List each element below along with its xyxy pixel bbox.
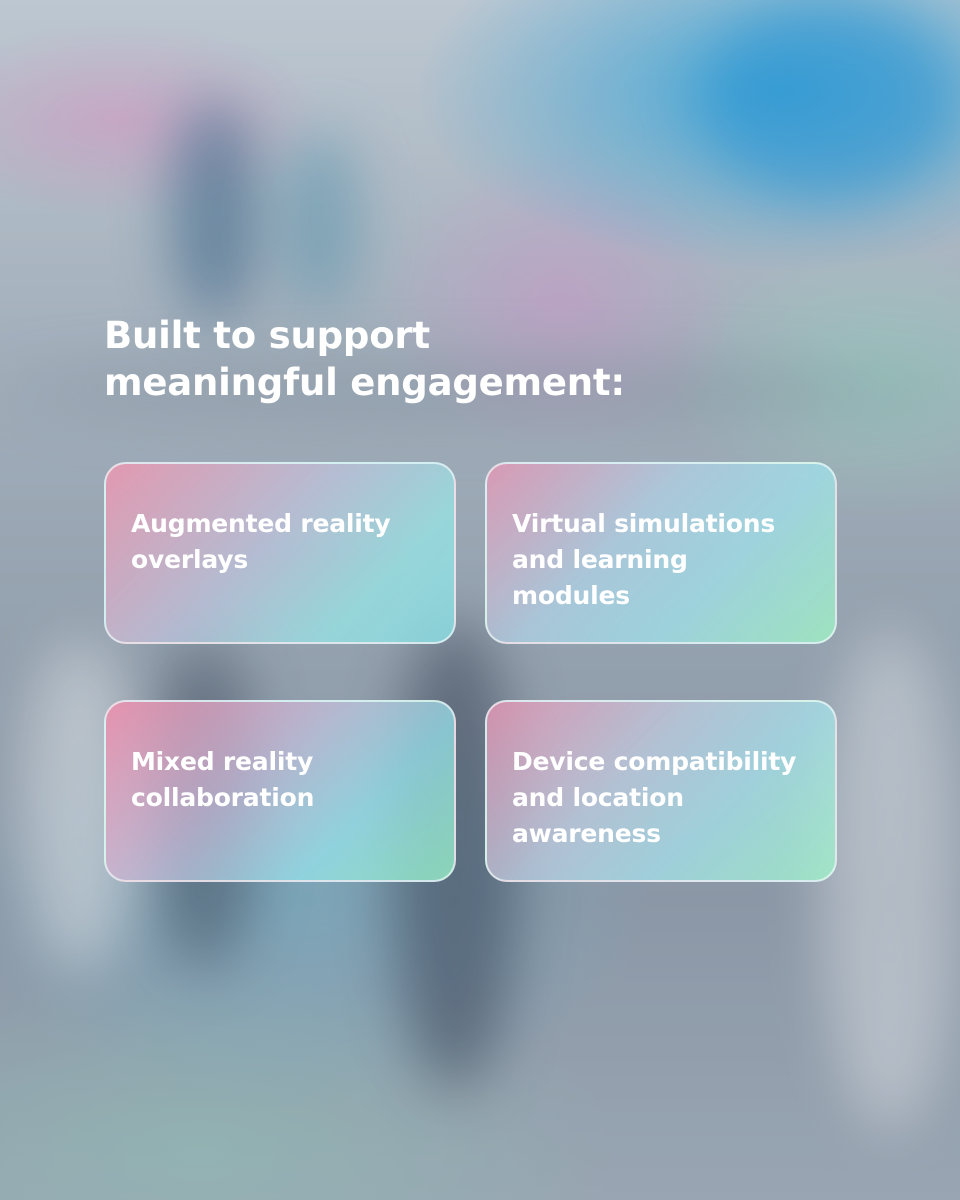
feature-card-virtual-simulations: Virtual simulations and learning modules <box>485 462 837 644</box>
feature-card-label: Augmented reality overlays <box>131 509 391 574</box>
feature-card-label: Mixed reality collaboration <box>131 747 315 812</box>
background-light <box>700 0 960 200</box>
feature-card-label: Device compatibility and location awaren… <box>512 747 797 848</box>
headline-line-2: meaningful engagement: <box>104 361 626 404</box>
background-figure <box>820 630 960 1130</box>
background-figure <box>280 130 360 310</box>
feature-card-label: Virtual simulations and learning modules <box>512 509 776 610</box>
headline-line-1: Built to support <box>104 314 430 357</box>
feature-card-ar-overlays: Augmented reality overlays <box>104 462 456 644</box>
background-band <box>0 360 960 420</box>
background-figure <box>170 100 260 320</box>
feature-card-device-compatibility: Device compatibility and location awaren… <box>485 700 837 882</box>
headline: Built to support meaningful engagement: <box>104 312 804 406</box>
feature-card-mixed-reality: Mixed reality collaboration <box>104 700 456 882</box>
